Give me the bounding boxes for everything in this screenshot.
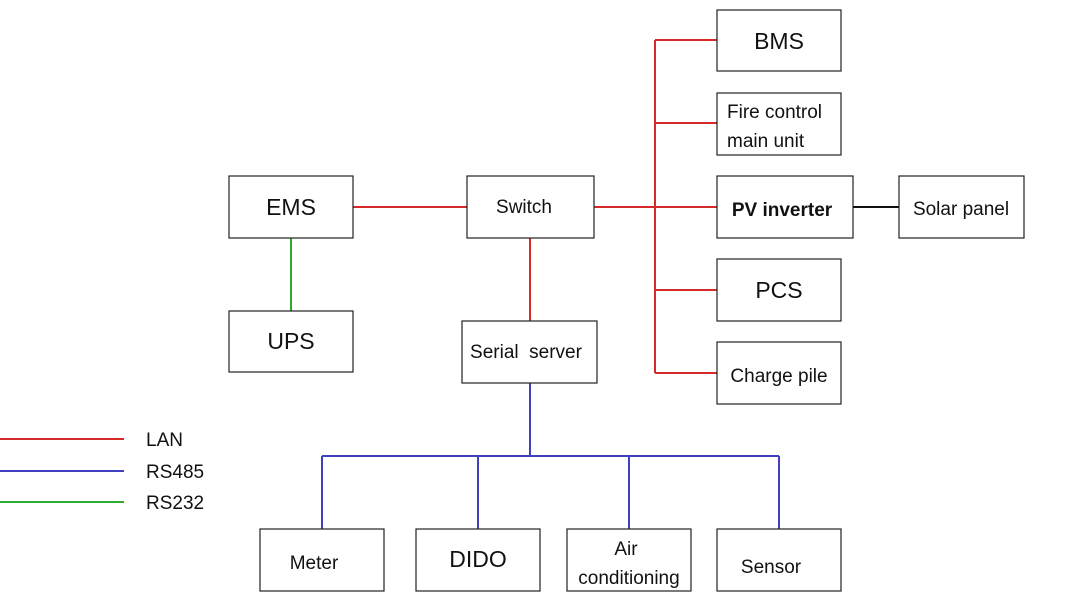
rs485-links bbox=[321, 383, 780, 529]
node-meter: Meter bbox=[259, 528, 385, 592]
legend-label-rs485: RS485 bbox=[146, 462, 204, 483]
node-label-air-conditioning-line2: conditioning bbox=[578, 568, 679, 589]
node-charge-pile: Charge pile bbox=[716, 341, 842, 405]
node-label-serial-server: Serial server bbox=[470, 342, 583, 363]
legend: LAN RS485 RS232 bbox=[0, 430, 204, 514]
node-label-fire-control-line1: Fire control bbox=[727, 102, 822, 123]
node-bms: BMS bbox=[716, 9, 842, 72]
node-solar-panel: Solar panel bbox=[898, 175, 1025, 239]
node-switch: Switch bbox=[466, 175, 595, 239]
node-label-ups: UPS bbox=[267, 328, 314, 354]
node-label-ems: EMS bbox=[266, 194, 316, 220]
node-pv-inverter: PV inverter bbox=[716, 175, 854, 239]
node-label-charge-pile: Charge pile bbox=[730, 366, 827, 387]
node-label-meter: Meter bbox=[290, 553, 339, 574]
node-pcs: PCS bbox=[716, 258, 842, 322]
node-label-bms: BMS bbox=[754, 28, 804, 54]
lan-links bbox=[353, 39, 717, 374]
node-sensor: Sensor bbox=[716, 528, 842, 592]
node-label-dido: DIDO bbox=[449, 546, 507, 572]
node-label-sensor: Sensor bbox=[741, 557, 802, 578]
node-fire-control: Fire control main unit bbox=[716, 92, 842, 156]
legend-label-lan: LAN bbox=[146, 430, 183, 451]
node-label-air-conditioning-line1: Air bbox=[614, 539, 638, 560]
node-label-fire-control-line2: main unit bbox=[727, 131, 805, 152]
node-label-pcs: PCS bbox=[755, 277, 802, 303]
node-ups: UPS bbox=[228, 310, 354, 373]
node-label-solar-panel: Solar panel bbox=[913, 199, 1009, 220]
node-air-conditioning: Air conditioning bbox=[566, 528, 692, 592]
node-dido: DIDO bbox=[415, 528, 541, 592]
legend-label-rs232: RS232 bbox=[146, 493, 204, 514]
node-label-switch: Switch bbox=[496, 197, 552, 218]
node-ems: EMS bbox=[228, 175, 354, 239]
node-label-pv-inverter: PV inverter bbox=[732, 200, 833, 221]
node-serial-server: Serial server bbox=[461, 320, 598, 384]
